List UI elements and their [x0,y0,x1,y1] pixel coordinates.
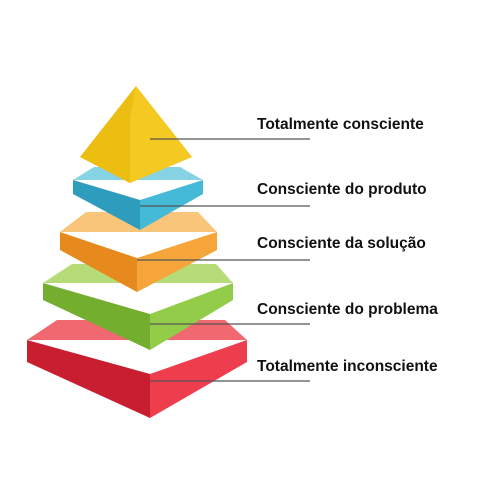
label-totalmente-consciente: Totalmente consciente [257,116,424,133]
pyramid-level-consciente-do-problema [43,264,233,350]
level-5-left-face [27,340,150,418]
pyramid-level-totalmente-consciente [80,86,192,183]
level-5-right-face [150,340,247,418]
label-consciente-do-problema: Consciente do problema [257,301,438,318]
label-consciente-da-solucao: Consciente da solução [257,235,426,252]
label-totalmente-inconsciente: Totalmente inconsciente [257,358,438,375]
level-3-left-face [60,232,137,292]
label-consciente-do-produto: Consciente do produto [257,181,427,198]
level-1-front-face [80,86,192,183]
level-4-left-face [43,283,150,350]
level-4-right-face [150,283,233,350]
level-3-right-face [137,232,217,292]
level-2-left-face [73,180,140,230]
pyramid-level-consciente-da-solucao [60,212,217,292]
level-2-right-face [140,180,203,230]
